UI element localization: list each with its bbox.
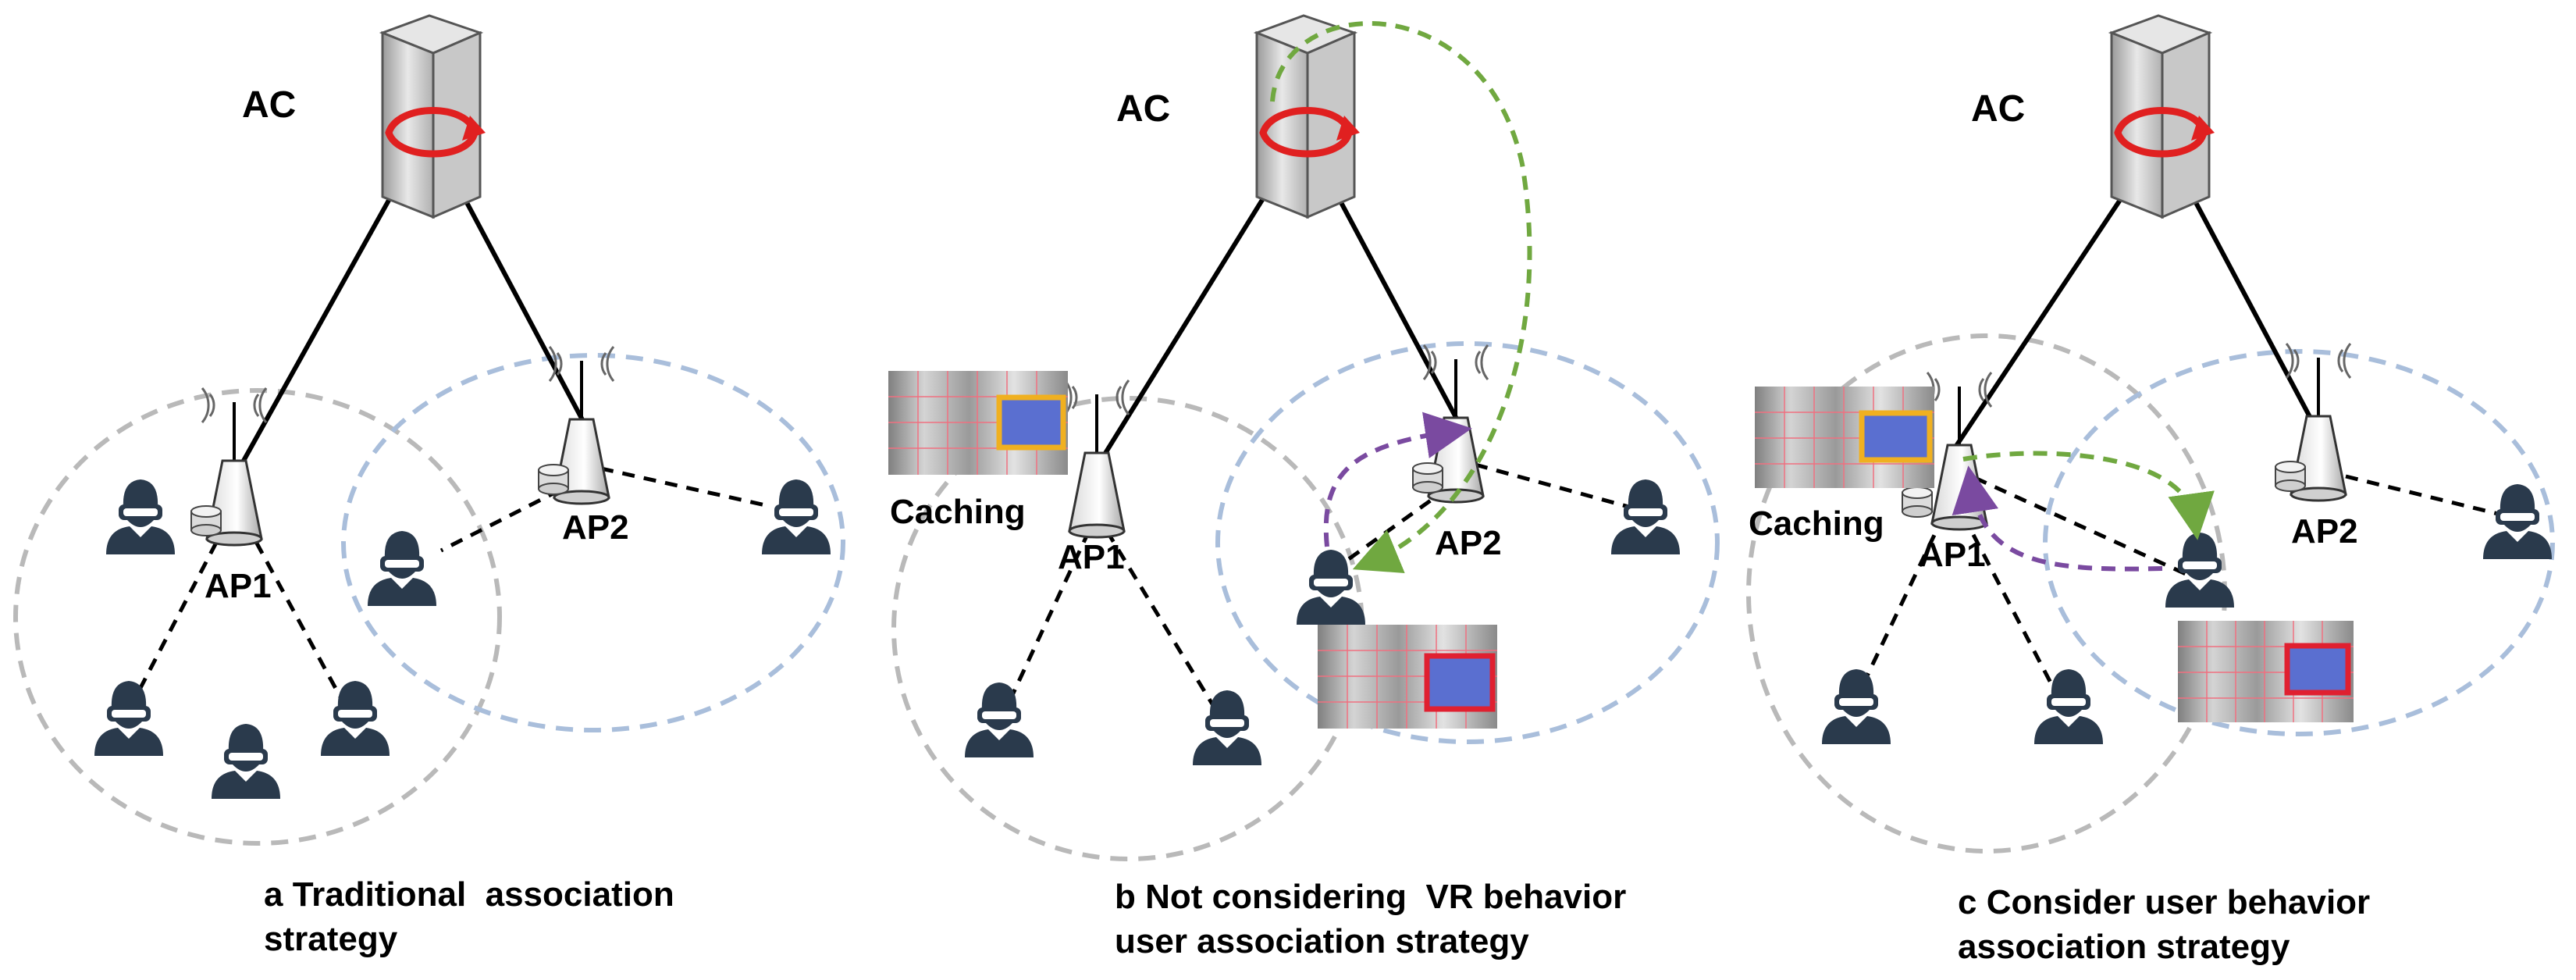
- panorama-viewport-requested: [2178, 621, 2354, 722]
- ap2-router: [1412, 344, 1489, 504]
- ap2-coverage-area: [341, 353, 845, 732]
- ac-ap1-link: [241, 182, 400, 462]
- ac-ap1-link: [1949, 182, 2133, 454]
- cache-storage-icon: [190, 505, 222, 536]
- caption-line-2: strategy: [264, 920, 398, 958]
- controller-label: AC: [1971, 88, 2025, 130]
- panorama-viewport-requested: [1318, 625, 1497, 729]
- vr-user-icon: [1193, 690, 1261, 765]
- caption-line-2: association strategy: [1958, 928, 2290, 966]
- cache-storage-icon: [2275, 461, 2306, 492]
- user-association-arrow: [1323, 412, 1472, 547]
- content-request-arrow: [1270, 21, 1532, 573]
- panel-a: AC AP1: [13, 14, 845, 958]
- content-delivery-arrow: [1962, 451, 2215, 540]
- vr-user-icon: [762, 479, 831, 554]
- cache-storage-icon: [538, 464, 569, 495]
- ac-ap2-link: [1329, 182, 1461, 423]
- caching-label: Caching: [1749, 504, 1884, 543]
- ap2-coverage-area: [1215, 341, 1720, 744]
- user-association-arrow: [1952, 465, 2163, 572]
- access-controller-server: [1253, 14, 1360, 219]
- ap1-router: [1063, 380, 1130, 539]
- caption-line-1: a Traditional association: [264, 875, 674, 914]
- vr-user-icon: [321, 681, 390, 756]
- vr-user-icon: [2165, 533, 2234, 608]
- wireless-link: [600, 466, 770, 508]
- ap1-router: [190, 387, 268, 547]
- vr-user-icon: [965, 682, 1034, 757]
- caching-label: Caching: [890, 493, 1026, 531]
- controller-label: AC: [242, 84, 296, 126]
- controller-label: AC: [1116, 88, 1170, 130]
- ac-ap2-link: [2183, 182, 2317, 427]
- caption-line-1: c Consider user behavior: [1958, 883, 2370, 921]
- wireless-link: [1973, 476, 2187, 576]
- wireless-link: [1475, 462, 1632, 510]
- vr-user-icon: [106, 479, 175, 554]
- access-controller-server: [379, 14, 486, 219]
- vr-user-icon: [212, 724, 280, 799]
- vr-user-icon: [2483, 484, 2552, 559]
- ap1-label: AP1: [205, 567, 272, 605]
- vr-user-icon: [1611, 479, 1680, 554]
- ap1-label: AP1: [1058, 538, 1125, 576]
- ac-ap1-link: [1098, 182, 1275, 462]
- ap2-label: AP2: [1435, 524, 1502, 562]
- caption-line-1: b Not considering VR behavior: [1115, 878, 1626, 916]
- panel-c: AC AP1 Caching: [1746, 14, 2555, 966]
- ap2-label: AP2: [562, 508, 629, 547]
- wireless-link: [1859, 514, 1946, 689]
- ap2-label: AP2: [2291, 512, 2358, 551]
- ac-ap2-link: [454, 182, 588, 427]
- wireless-link: [1005, 529, 1091, 708]
- ap2-router: [538, 346, 615, 505]
- wireless-link: [1961, 514, 2055, 689]
- vr-user-icon: [1822, 669, 1891, 744]
- vr-user-icon: [94, 681, 163, 756]
- ap1-label: AP1: [1919, 536, 1986, 574]
- access-controller-server: [2108, 14, 2215, 219]
- ap2-router: [2275, 343, 2352, 502]
- wireless-link: [244, 522, 346, 704]
- wireless-link: [130, 522, 229, 704]
- ap2-coverage-area: [2043, 349, 2555, 736]
- panorama-viewport-cached: [888, 371, 1068, 475]
- caption-line-2: user association strategy: [1115, 922, 1529, 960]
- panorama-viewport-cached: [1755, 387, 1934, 488]
- panel-b: AC AP1 Caching AP2: [888, 14, 1720, 960]
- cache-storage-icon: [1902, 486, 1933, 518]
- vr-user-icon: [2034, 669, 2103, 744]
- vr-user-icon: [1297, 550, 1365, 625]
- wireless-link: [2345, 474, 2499, 516]
- ap1-coverage-area: [13, 388, 502, 846]
- cache-storage-icon: [1412, 462, 1443, 494]
- vr-user-icon: [368, 531, 436, 606]
- wireless-link: [1105, 529, 1216, 708]
